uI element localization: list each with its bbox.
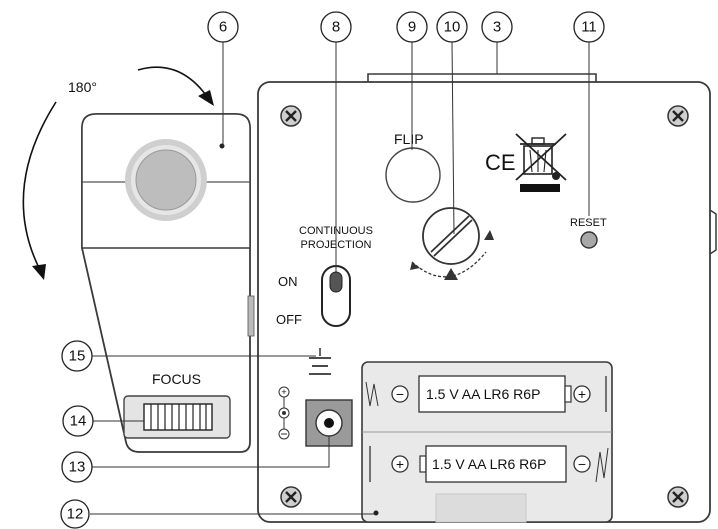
callout-14: 14 bbox=[62, 405, 94, 437]
battery-top-plus: + bbox=[578, 386, 586, 402]
svg-text:11: 11 bbox=[581, 19, 597, 36]
svg-text:13: 13 bbox=[69, 459, 86, 476]
svg-text:3: 3 bbox=[493, 19, 501, 36]
battery-cover-tab[interactable] bbox=[435, 493, 527, 523]
svg-text:15: 15 bbox=[69, 348, 86, 365]
battery-bottom: + 1.5 V AA LR6 R6P − bbox=[369, 445, 609, 483]
rotation-arrow: 180° bbox=[22, 66, 214, 280]
reset-control: RESET bbox=[570, 217, 607, 249]
battery-top: − 1.5 V AA LR6 R6P + bbox=[365, 375, 607, 413]
svg-text:6: 6 bbox=[219, 19, 227, 36]
focus-control: FOCUS bbox=[123, 371, 231, 439]
callout-9: 9 bbox=[396, 11, 428, 43]
flip-label: FLIP bbox=[394, 131, 424, 147]
battery-top-minus: − bbox=[396, 386, 404, 402]
callouts: 6 8 9 10 3 11 15 14 bbox=[60, 11, 605, 529]
callout-6: 6 bbox=[207, 11, 239, 43]
svg-text:10: 10 bbox=[444, 19, 461, 36]
weee-bin-icon bbox=[515, 133, 567, 192]
callout-3: 3 bbox=[481, 11, 513, 43]
projector-head bbox=[81, 113, 255, 453]
callout-10: 10 bbox=[436, 11, 468, 43]
flip-control: FLIP bbox=[385, 131, 441, 203]
focus-wheel[interactable] bbox=[143, 403, 213, 431]
battery-top-label: 1.5 V AA LR6 R6P bbox=[426, 386, 540, 402]
reset-label: RESET bbox=[570, 217, 607, 229]
svg-text:12: 12 bbox=[67, 506, 84, 523]
svg-text:14: 14 bbox=[70, 413, 87, 430]
screw-bottom-left bbox=[280, 486, 302, 508]
battery-bottom-label: 1.5 V AA LR6 R6P bbox=[432, 456, 546, 472]
rotation-label: 180° bbox=[68, 79, 97, 95]
reset-button[interactable] bbox=[580, 231, 598, 249]
callout-12: 12 bbox=[60, 499, 90, 529]
callout-11: 11 bbox=[573, 11, 605, 43]
switch-on-label: ON bbox=[278, 274, 298, 289]
callout-15: 15 bbox=[61, 340, 93, 372]
ground-symbol bbox=[309, 348, 331, 375]
rotation-dial bbox=[410, 207, 494, 280]
screw-top-right bbox=[667, 105, 689, 127]
callout-13: 13 bbox=[61, 451, 93, 483]
continuous-switch-knob[interactable] bbox=[329, 271, 343, 293]
flip-button[interactable] bbox=[385, 147, 441, 203]
continuous-projection-switch: CONTINUOUS PROJECTION ON OFF bbox=[276, 225, 373, 327]
switch-off-label: OFF bbox=[276, 312, 302, 327]
callout-8: 8 bbox=[320, 11, 352, 43]
screw-bottom-right bbox=[667, 486, 689, 508]
screw-top-left bbox=[280, 105, 302, 127]
svg-text:8: 8 bbox=[332, 19, 340, 36]
leader-lines bbox=[90, 41, 590, 515]
svg-text:9: 9 bbox=[408, 19, 416, 36]
ce-mark: CE bbox=[485, 150, 516, 175]
battery-bottom-minus: − bbox=[578, 456, 586, 472]
focus-label: FOCUS bbox=[152, 371, 201, 387]
rotation-dial-knob[interactable] bbox=[422, 207, 480, 265]
battery-bottom-plus: + bbox=[396, 456, 404, 472]
ce-text: CE bbox=[485, 150, 516, 175]
polarity-plus: + bbox=[281, 387, 286, 397]
